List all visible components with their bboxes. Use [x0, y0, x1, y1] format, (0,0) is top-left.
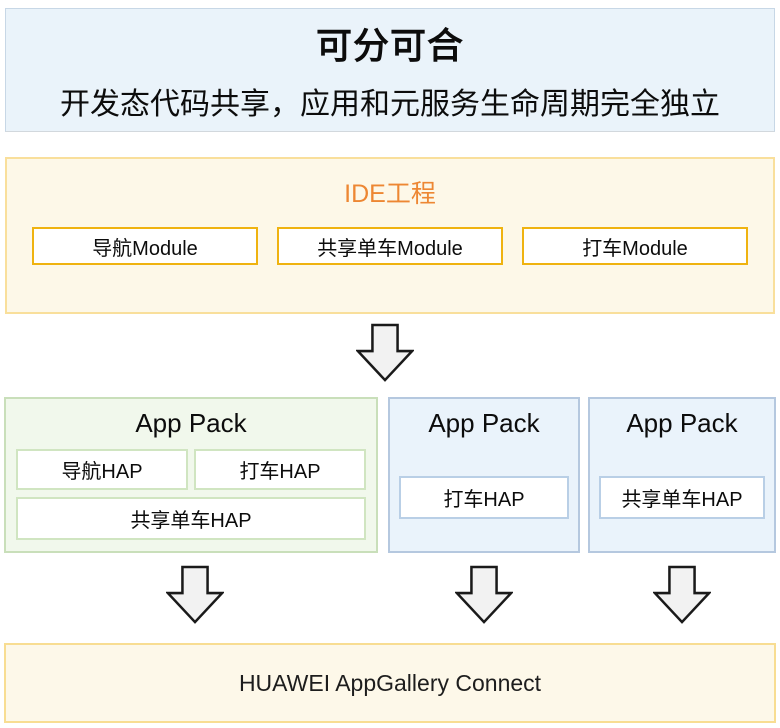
- hap-taxi: 打车HAP: [399, 476, 569, 519]
- app-pack-taxi: App Pack 打车HAP: [388, 397, 580, 553]
- down-arrow-icon: [455, 565, 513, 624]
- page-title: 可分可合: [315, 25, 464, 66]
- hap-bike-sharing: 共享单车HAP: [16, 497, 366, 540]
- hap-taxi: 打车HAP: [194, 449, 366, 490]
- ide-project-title: IDE工程: [344, 180, 436, 208]
- app-pack-title: App Pack: [428, 408, 540, 438]
- down-arrow-icon: [653, 565, 711, 624]
- down-arrow-icon: [166, 565, 224, 624]
- app-pack-full: App Pack 导航HAP 打车HAP 共享单车HAP: [4, 397, 378, 553]
- appgallery-connect-label: HUAWEI AppGallery Connect: [238, 669, 542, 696]
- module-row: 导航Module 共享单车Module 打车Module: [32, 227, 748, 265]
- module-taxi: 打车Module: [522, 227, 748, 265]
- hap-row: 导航HAP 打车HAP: [16, 449, 366, 490]
- module-navigation: 导航Module: [32, 227, 258, 265]
- ide-project-box: IDE工程 导航Module 共享单车Module 打车Module: [5, 157, 775, 314]
- app-pack-bike-sharing: App Pack 共享单车HAP: [588, 397, 776, 553]
- hap-navigation: 导航HAP: [16, 449, 188, 490]
- app-pack-title: App Pack: [626, 408, 738, 438]
- hap-bike-sharing: 共享单车HAP: [599, 476, 765, 519]
- appgallery-connect-box: HUAWEI AppGallery Connect: [4, 643, 776, 723]
- down-arrow-icon: [356, 323, 414, 382]
- page-subtitle: 开发态代码共享，应用和元服务生命周期完全独立: [60, 88, 720, 121]
- module-bike-sharing: 共享单车Module: [277, 227, 503, 265]
- header-box: 可分可合 开发态代码共享，应用和元服务生命周期完全独立: [5, 8, 775, 132]
- app-pack-title: App Pack: [135, 408, 247, 438]
